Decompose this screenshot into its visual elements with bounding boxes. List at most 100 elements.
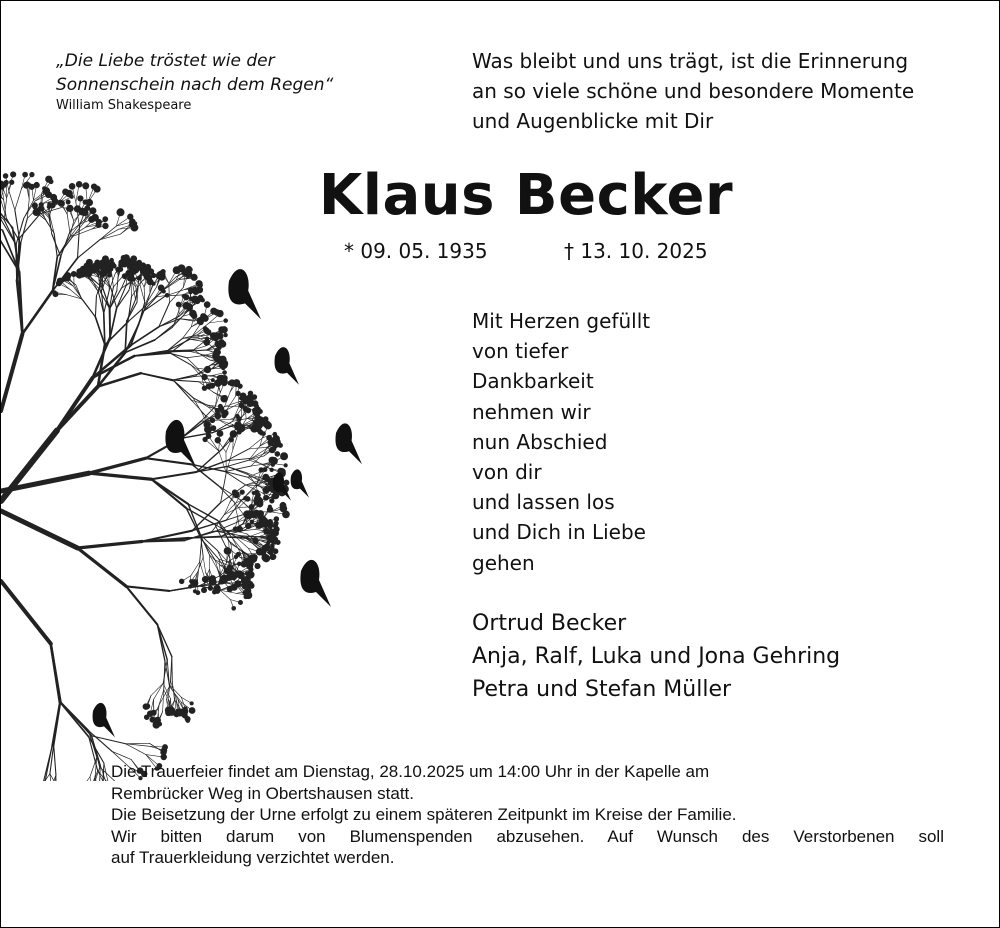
bud xyxy=(201,575,209,583)
bud xyxy=(38,205,43,211)
branch xyxy=(235,517,252,523)
branch xyxy=(69,223,81,238)
branch xyxy=(219,586,236,591)
bud xyxy=(1,180,5,187)
branch xyxy=(56,236,71,258)
bud xyxy=(128,222,133,227)
branch xyxy=(182,326,192,339)
branch xyxy=(49,642,62,704)
branch xyxy=(102,273,108,289)
branch xyxy=(256,469,266,485)
branch xyxy=(191,519,227,532)
bud xyxy=(99,259,105,264)
branch xyxy=(219,589,231,600)
branch xyxy=(248,437,264,450)
branch xyxy=(168,283,170,304)
branch xyxy=(91,735,127,745)
branch xyxy=(140,372,175,381)
branch xyxy=(250,492,255,507)
branch xyxy=(226,457,252,462)
branch xyxy=(125,743,147,755)
bud xyxy=(66,204,74,213)
bud xyxy=(235,390,241,397)
branch xyxy=(94,295,97,318)
branch xyxy=(205,406,226,421)
branch xyxy=(161,279,180,292)
branch xyxy=(43,216,55,234)
branch xyxy=(245,477,267,486)
branch xyxy=(51,256,59,292)
tree-with-birds-illustration xyxy=(1,171,362,781)
branch xyxy=(111,272,114,288)
branch xyxy=(162,659,168,684)
branch xyxy=(150,683,164,696)
bud xyxy=(28,183,35,190)
bud xyxy=(182,706,188,712)
bud xyxy=(82,199,89,205)
branch xyxy=(102,288,111,310)
branch xyxy=(231,529,247,534)
branch xyxy=(1,195,4,201)
branch xyxy=(53,232,58,258)
bud xyxy=(210,425,217,432)
branch xyxy=(103,762,109,781)
bud xyxy=(266,434,273,441)
branch xyxy=(250,462,272,467)
bird-silhouette xyxy=(290,469,309,498)
branch xyxy=(88,278,99,293)
branch xyxy=(150,470,198,481)
branch xyxy=(201,538,220,560)
bud xyxy=(218,334,224,340)
mourner: Ortrud Becker xyxy=(472,611,627,636)
branch xyxy=(109,307,118,339)
branch xyxy=(170,656,173,682)
branch xyxy=(20,217,28,244)
branch xyxy=(220,484,246,504)
bud xyxy=(216,345,222,351)
bud xyxy=(142,266,151,274)
branch xyxy=(198,585,221,591)
branch xyxy=(49,744,55,775)
branch xyxy=(142,290,163,312)
branch xyxy=(27,198,30,219)
branch xyxy=(91,344,133,380)
branch xyxy=(200,534,210,556)
notice-line: Die Beisetzung der Urne erfolgt zu einem… xyxy=(111,805,737,824)
branch xyxy=(91,278,104,289)
bud xyxy=(282,510,290,519)
bud xyxy=(251,490,256,496)
branch xyxy=(225,449,234,473)
branch xyxy=(1,199,7,219)
poem-line: Dankbarkeit xyxy=(472,369,594,394)
bud xyxy=(75,181,83,188)
branch xyxy=(218,419,230,427)
branch xyxy=(251,451,270,459)
bud xyxy=(10,171,17,178)
bud xyxy=(86,271,93,278)
branch xyxy=(145,754,160,767)
branch xyxy=(187,535,222,539)
branch xyxy=(91,354,136,380)
branch xyxy=(186,355,205,359)
branch xyxy=(49,773,55,781)
branch xyxy=(99,764,106,781)
branch xyxy=(179,318,195,322)
branch xyxy=(192,397,209,406)
branch xyxy=(186,357,198,369)
bud xyxy=(157,284,165,292)
branch xyxy=(139,284,146,303)
poem: Mit Herzen gefüllt von tiefer Dankbarkei… xyxy=(472,306,650,578)
branch xyxy=(226,395,236,411)
branch xyxy=(101,272,104,290)
branch xyxy=(220,580,238,585)
notice-line: auf Trauerkleidung verzichtet werden. xyxy=(111,848,395,867)
bud xyxy=(274,451,281,457)
bud xyxy=(3,179,9,186)
branch xyxy=(131,280,143,298)
branch xyxy=(205,409,228,421)
branch xyxy=(15,217,25,246)
branch xyxy=(96,273,104,290)
bud xyxy=(220,326,228,334)
branch xyxy=(191,399,206,416)
branch xyxy=(94,775,97,781)
